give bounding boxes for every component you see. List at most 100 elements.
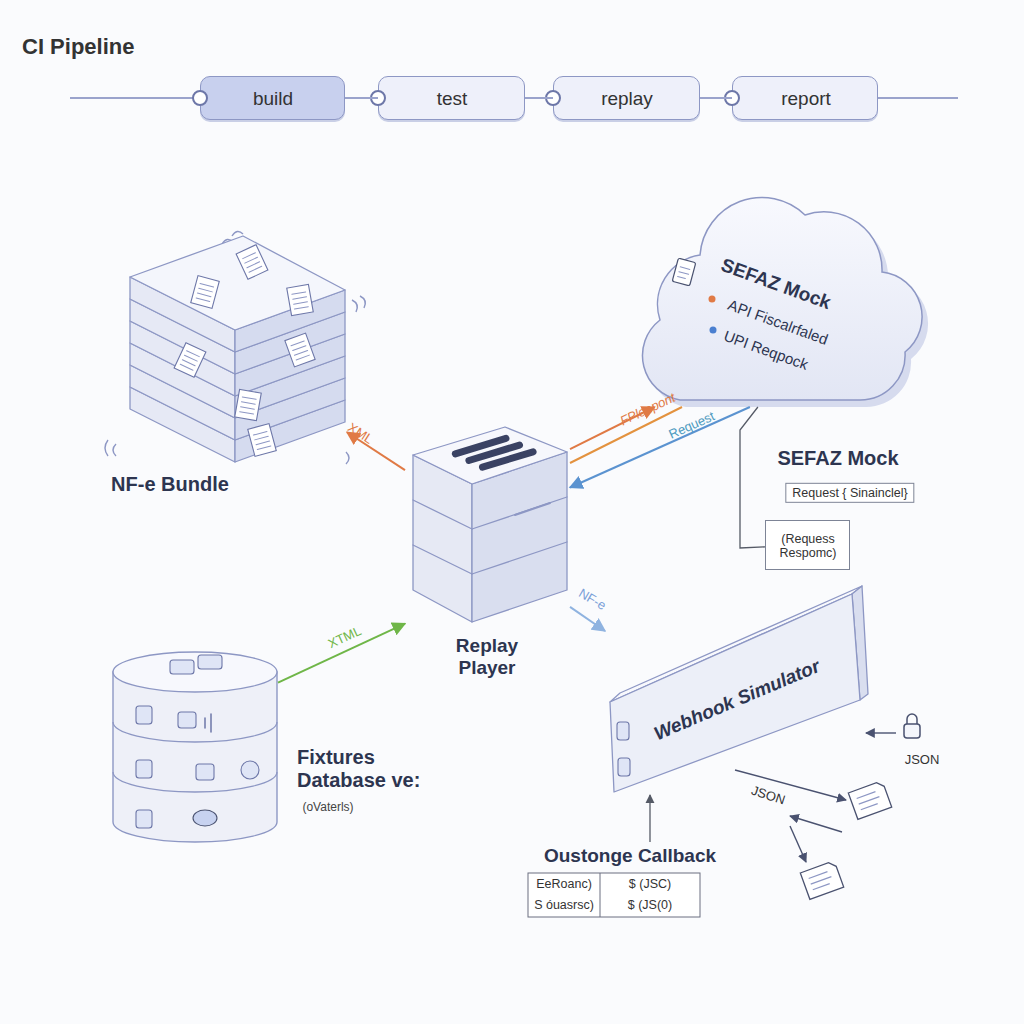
cloud-service: SEFAZ MockAPI FiscalrfaledUPI Reqpock [645,200,917,407]
stage-box: build [200,76,345,120]
node-label: Fixtures Database ve: [297,746,467,792]
table-frame [528,873,700,917]
webhook-box: Webhook Simulator [605,585,863,795]
node-label: report [781,88,831,110]
paper-line [242,397,256,399]
stage-box: replay [553,76,700,120]
paper-line [241,407,255,409]
sound-bar [204,718,206,728]
motion-mark [346,452,349,464]
edge-label: FPlenpont [618,391,678,430]
node-label: Oustonge Callback [544,845,716,867]
database-icon [193,810,217,826]
padlock-body [904,724,920,738]
table-cell: S óuasrsc) [534,898,594,912]
table-cell: EeRoanc) [536,877,592,891]
paper-line [293,346,306,351]
callback-label: Oustonge Callback [535,842,735,870]
slab-front [610,594,860,792]
paper-sheet [285,333,315,367]
server-node: Replay Player [405,420,570,625]
small-icon [136,760,152,778]
server-divider [413,500,472,529]
paper-icon [285,333,315,367]
document-sheet [848,781,891,820]
paper-line [180,364,193,370]
node-label: NF-e Bundle [111,473,229,496]
small-icon [196,764,214,780]
node-label: build [253,88,293,110]
paper-icon [191,276,219,309]
paper-line [293,297,307,299]
paper-line [256,441,270,445]
paper-line [196,298,210,302]
edge-label: XTML [326,624,364,652]
paper-sheet [248,424,276,457]
paper-line [185,355,198,361]
paper-line [255,436,269,440]
small-icon [178,712,196,728]
paper-line [200,283,214,287]
document-lines [857,791,882,810]
node-label: (Requess Respomc) [769,532,847,561]
clipboard-icon [672,258,696,286]
paper-sheet [235,389,262,420]
paper-line [292,292,306,294]
paper-sheet [174,343,206,378]
clipboard-line [680,267,690,270]
node-label: test [437,88,468,110]
stack-top [130,236,345,330]
json-arrow [790,826,806,862]
small-icon [136,810,152,828]
paper-icon [174,343,206,378]
motion-mark [113,444,116,456]
cylinder-top [113,652,277,692]
document-stack: NF-e Bundle [125,228,347,468]
motion-mark [105,440,108,456]
node-label: Replay Player [437,635,537,679]
motion-marks [105,231,365,464]
paper-icon [235,389,262,420]
table-cell: $ (JS(0) [628,898,672,912]
clipboard-line [679,272,689,275]
info-box: SEFAZ MockRequest { Sinainclel} [760,440,942,512]
bullet-dot [710,327,717,334]
paper-line [294,350,307,355]
edge-label: XML [345,420,376,447]
document-sheet [800,861,843,900]
document-icon [848,781,891,820]
small-icon [617,722,629,740]
pipeline-dot [193,91,207,105]
motion-mark [232,231,243,236]
paper-icon [236,245,268,280]
paper-line [249,266,262,272]
connector [740,407,765,548]
table-cell: $ (JSC) [629,877,671,891]
paper-sheet [287,284,314,315]
small-icon [198,655,222,669]
document-stack-outline [125,228,347,468]
document-lines [809,871,834,890]
sound-bar [210,714,212,732]
clipboard-line [678,277,686,279]
server-bar [482,452,533,467]
paper-line [243,253,256,259]
paper-line [253,431,267,435]
motion-mark [352,300,357,312]
cloud-outline [642,198,922,400]
paper-line [257,446,271,450]
paper-line [245,257,258,263]
server-divider [472,542,567,574]
small-icon [170,660,194,674]
stage-box: test [378,76,525,120]
server-node-outline [405,420,570,625]
motion-mark [360,296,365,308]
small-icon [618,758,630,776]
paper-line [241,402,255,404]
paper-line [294,307,308,309]
format-label: JSON [749,784,787,809]
